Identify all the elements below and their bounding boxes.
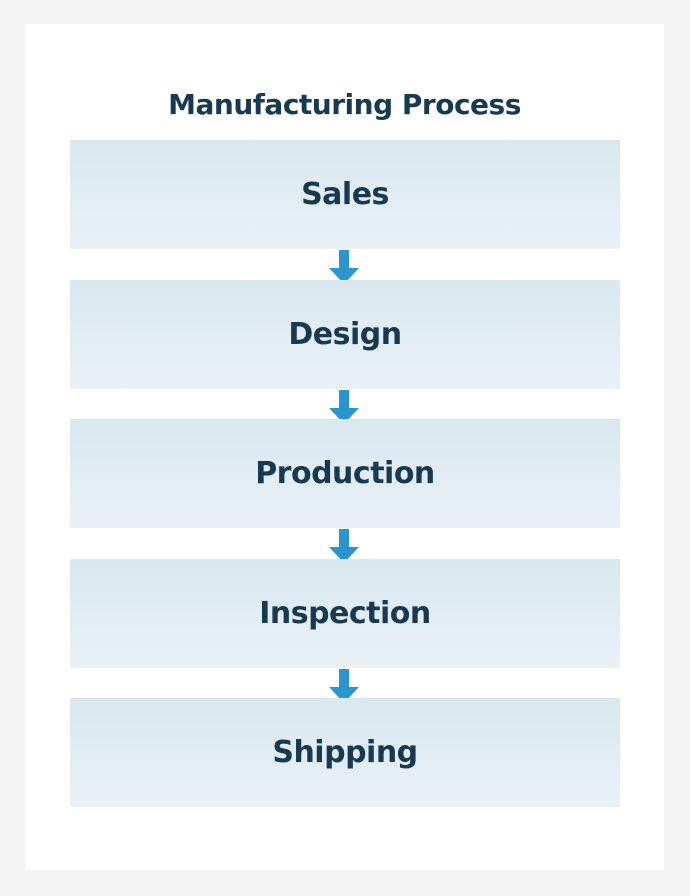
arrow-down-icon <box>329 529 359 563</box>
arrow-down-icon <box>329 390 359 424</box>
step-label: Production <box>255 456 435 491</box>
step-design: Design <box>70 280 620 389</box>
step-label: Inspection <box>259 596 431 631</box>
arrow-down-icon <box>329 250 359 284</box>
step-sales: Sales <box>70 140 620 249</box>
step-shipping: Shipping <box>70 698 620 807</box>
step-label: Sales <box>301 177 389 212</box>
step-inspection: Inspection <box>70 559 620 668</box>
step-production: Production <box>70 419 620 528</box>
diagram-card: Manufacturing Process Sales Design Produ… <box>25 24 664 870</box>
step-label: Design <box>288 317 402 352</box>
arrow-down-icon <box>329 669 359 703</box>
diagram-title: Manufacturing Process <box>168 88 521 121</box>
step-label: Shipping <box>272 735 418 770</box>
